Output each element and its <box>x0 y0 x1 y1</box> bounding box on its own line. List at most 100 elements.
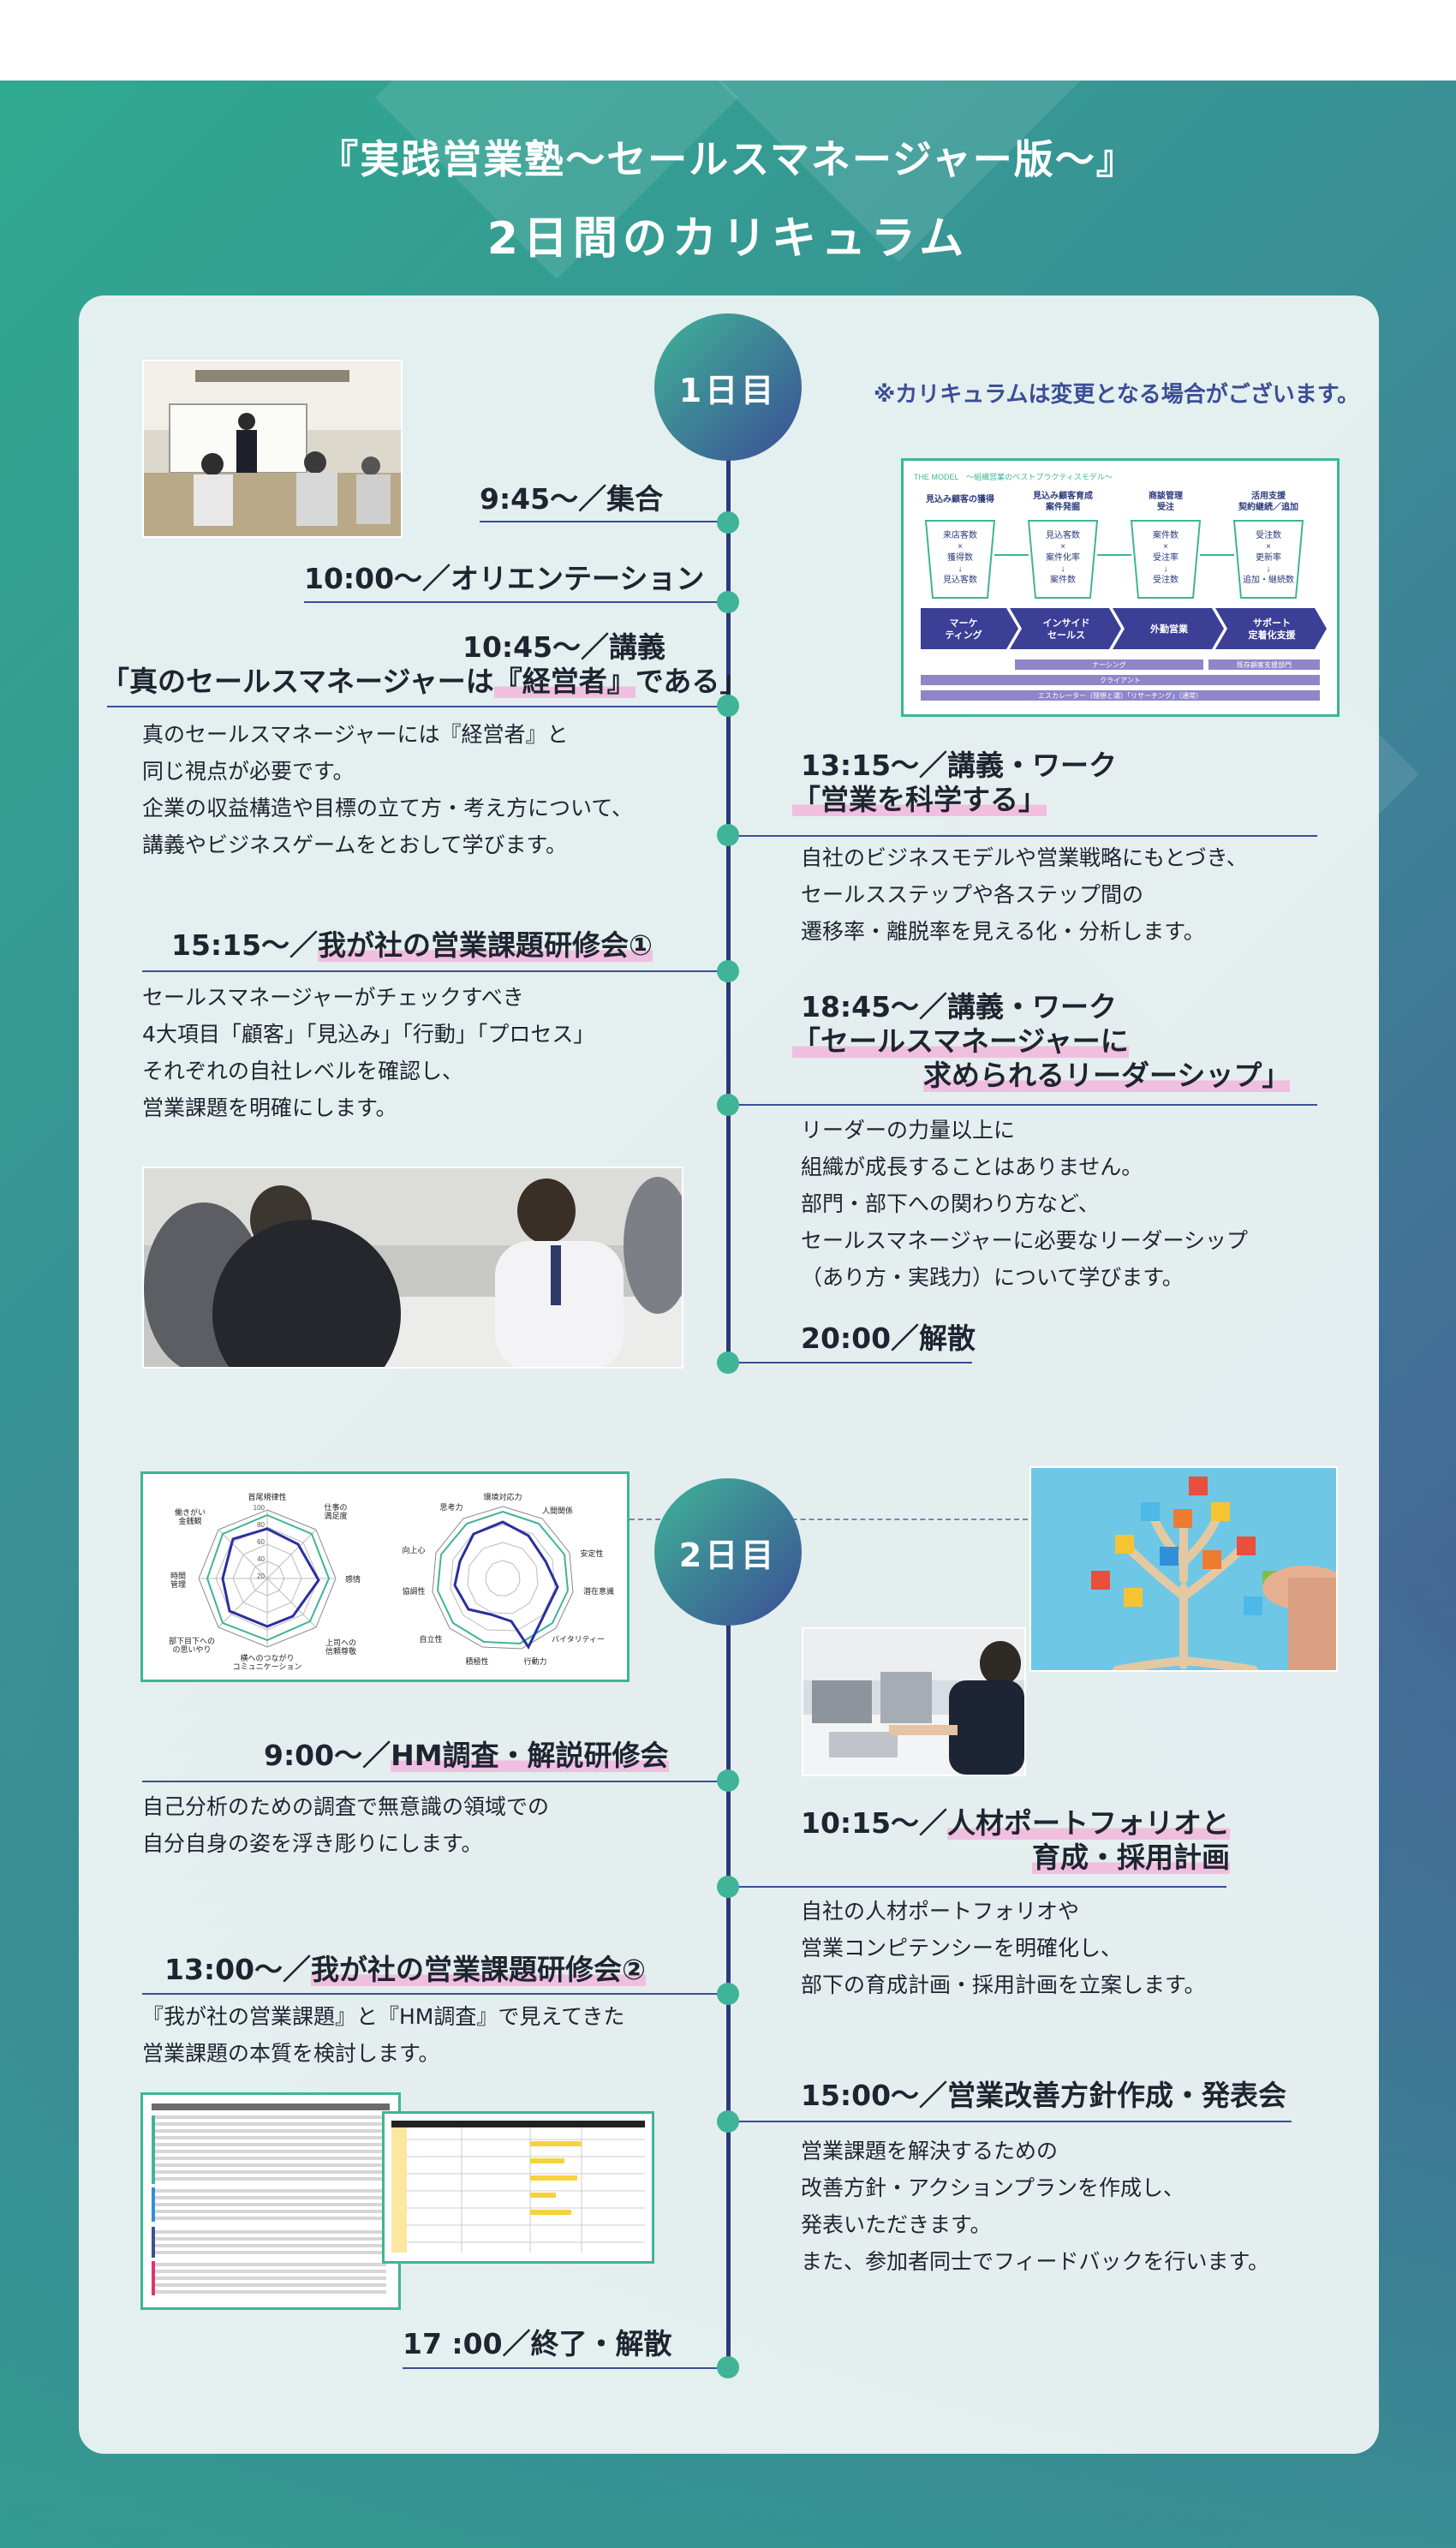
day1-item3-desc: 真のセールスマネージャーには『経営者』と 同じ視点が必要です。 企業の収益構造や… <box>142 722 634 857</box>
svg-text:マーケ: マーケ <box>950 618 978 629</box>
svg-text:自立性: 自立性 <box>419 1634 442 1644</box>
svg-text:向上心: 向上心 <box>402 1545 425 1554</box>
svg-text:×: × <box>1060 542 1065 552</box>
svg-text:潜在意識: 潜在意識 <box>583 1586 614 1596</box>
discussion-photo <box>142 1167 683 1369</box>
svg-text:セールス: セールス <box>1047 630 1085 641</box>
change-note: ※カリキュラムは変更となる場合がございます。 <box>874 382 1360 408</box>
svg-text:80: 80 <box>257 1521 265 1529</box>
svg-text:思考力: 思考力 <box>439 1502 462 1512</box>
diagram-head-3: 商談管理 <box>1149 490 1183 501</box>
day1-item6-time: 18:45〜／講義・ワーク <box>801 990 1118 1023</box>
worksheet-image-2 <box>382 2111 654 2264</box>
timeline-dot <box>717 824 739 846</box>
timeline-dot <box>717 1094 739 1116</box>
day-divider <box>630 1519 1028 1520</box>
svg-text:↓: ↓ <box>1061 564 1065 574</box>
svg-text:見込客数: 見込客数 <box>943 574 977 585</box>
day1-item2-time: 10:00〜／オリエンテーション <box>304 562 705 595</box>
day1-item7-time: 20:00／解散 <box>801 1322 976 1355</box>
day1-timeline <box>726 437 731 1366</box>
svg-text:×: × <box>958 542 963 552</box>
svg-text:クライアント: クライアント <box>1100 677 1141 684</box>
day2-item5-time: 17 :00／終了・解散 <box>403 2327 672 2360</box>
svg-text:受注数: 受注数 <box>1256 529 1281 540</box>
svg-text:働きがい: 働きがい <box>175 1507 206 1517</box>
diagram-head-4b: 契約継続／追加 <box>1238 501 1298 512</box>
diagram-head-4: 活用支援 <box>1251 490 1286 501</box>
day1-item3-time: 10:45〜／講義 <box>462 630 666 664</box>
day2-item1-desc: 自己分析のための調査で無意識の領域での 自分自身の姿を浮き彫りにします。 <box>142 1794 550 1856</box>
day2-item1-heading: 9:00〜／HM調査・解説研修会 <box>264 1739 669 1772</box>
timeline-dot <box>717 960 739 982</box>
svg-text:追加・継続数: 追加・継続数 <box>1243 574 1294 585</box>
svg-text:感情: 感情 <box>345 1574 361 1584</box>
day1-item4-desc: 自社のビジネスモデルや営業戦略にもとづき、 セールスステップや各ステップ間の 遷… <box>801 845 1248 944</box>
worksheet-image-1 <box>140 2092 401 2310</box>
svg-text:ナーシング: ナーシング <box>1092 660 1126 669</box>
svg-text:×: × <box>1163 542 1168 552</box>
svg-text:コミュニケーション: コミュニケーション <box>233 1662 302 1671</box>
svg-text:エスカレーター（理想と選）「リサーチング」（通常）: エスカレーター（理想と選）「リサーチング」（通常） <box>1038 691 1202 700</box>
svg-text:積極性: 積極性 <box>465 1656 488 1666</box>
day2-item2-desc: 自社の人材ポートフォリオや 営業コンピテンシーを明確化し、 部下の育成計画・採用… <box>801 1899 1206 1997</box>
svg-text:横へのつながり: 横へのつながり <box>240 1653 294 1662</box>
svg-text:協調性: 協調性 <box>402 1586 425 1596</box>
sales-model-diagram: THE MODEL 〜組織営業のベストプラクティスモデル〜 見込み顧客の獲得 見… <box>901 458 1340 717</box>
svg-text:人間関係: 人間関係 <box>542 1507 573 1515</box>
day2-item3-desc: 『我が社の営業課題』と『HM調査』で見えてきた 営業課題の本質を検討します。 <box>142 2004 625 2066</box>
svg-text:管理: 管理 <box>170 1579 186 1589</box>
timeline-dot <box>717 1983 739 2005</box>
svg-text:仕事の: 仕事の <box>324 1502 347 1512</box>
svg-text:×: × <box>1266 542 1271 552</box>
day2-badge: 2日目 <box>654 1478 802 1626</box>
svg-text:信頼尊敬: 信頼尊敬 <box>325 1646 356 1656</box>
timeline-dot <box>717 1876 739 1898</box>
timeline-dot <box>717 2110 739 2133</box>
svg-text:ティング: ティング <box>945 629 982 641</box>
day1-item5-heading: 15:15〜／我が社の営業課題研修会① <box>171 928 653 962</box>
svg-text:60: 60 <box>257 1538 265 1546</box>
svg-text:サポート: サポート <box>1253 617 1291 629</box>
diagram-head-2: 見込み顧客育成 <box>1032 490 1093 501</box>
svg-text:部下目下への: 部下目下への <box>169 1636 215 1645</box>
day1-item1-time: 9:45〜／集合 <box>480 482 664 516</box>
svg-text:環境対応力: 環境対応力 <box>483 1492 522 1501</box>
day1-item6-title-a: 「セールスマネージャーに <box>792 1024 1129 1058</box>
tree-blocks-photo <box>1029 1466 1338 1672</box>
day2-item3-heading: 13:00〜／我が社の営業課題研修会② <box>164 1953 646 1986</box>
svg-text:↓: ↓ <box>1164 564 1168 574</box>
svg-text:見込客数: 見込客数 <box>1046 529 1080 540</box>
timeline-dot <box>717 1352 739 1374</box>
svg-text:案件数: 案件数 <box>1050 574 1076 585</box>
svg-text:20: 20 <box>257 1572 265 1580</box>
day1-item6-desc: リーダーの力量以上に 組織が成長することはありません。 部門・部下への関わり方な… <box>801 1118 1249 1290</box>
page-title: 2日間のカリキュラム <box>486 213 970 265</box>
day1-item4-title: 「営業を科学する」 <box>792 783 1047 816</box>
day2-item4-time: 15:00〜／営業改善方針作成・発表会 <box>801 2079 1287 2112</box>
svg-text:更新率: 更新率 <box>1256 552 1281 563</box>
svg-text:行動力: 行動力 <box>523 1656 546 1666</box>
svg-text:↓: ↓ <box>1267 564 1271 574</box>
svg-text:安定性: 安定性 <box>580 1548 603 1558</box>
svg-text:バイタリティー: バイタリティー <box>552 1635 605 1644</box>
svg-text:↓: ↓ <box>958 564 963 574</box>
day1-item5-desc: セールスマネージャーがチェックすべき 4大項目「顧客」「見込み」「行動」「プロセ… <box>142 985 595 1120</box>
day1-item3-title: 「真のセールスマネージャーは『経営者』である」 <box>101 665 749 698</box>
svg-text:受注数: 受注数 <box>1153 574 1179 585</box>
day2-item4-desc: 営業課題を解決するための 改善方針・アクションプランを作成し、 発表いただきます… <box>801 2139 1270 2274</box>
diagram-head-2b: 案件発掘 <box>1045 501 1080 512</box>
page-header: 『実践営業塾〜セールスマネージャー版〜』 2日間のカリキュラム <box>0 128 1456 266</box>
svg-text:の思いやり: の思いやり <box>172 1645 211 1654</box>
timeline-dot <box>717 695 739 717</box>
svg-text:外勤営業: 外勤営業 <box>1149 623 1189 635</box>
svg-text:定着化支援: 定着化支援 <box>1249 629 1297 641</box>
svg-text:案件化率: 案件化率 <box>1046 552 1080 563</box>
svg-text:案件数: 案件数 <box>1153 529 1179 540</box>
day1-badge: 1日目 <box>654 313 802 461</box>
svg-text:上司への: 上司への <box>325 1638 356 1647</box>
day2-item2-heading: 10:15〜／人材ポートフォリオと <box>801 1806 1231 1840</box>
diagram-head-1: 見込み顧客の獲得 <box>925 493 994 504</box>
meeting-photo <box>802 1627 1026 1776</box>
